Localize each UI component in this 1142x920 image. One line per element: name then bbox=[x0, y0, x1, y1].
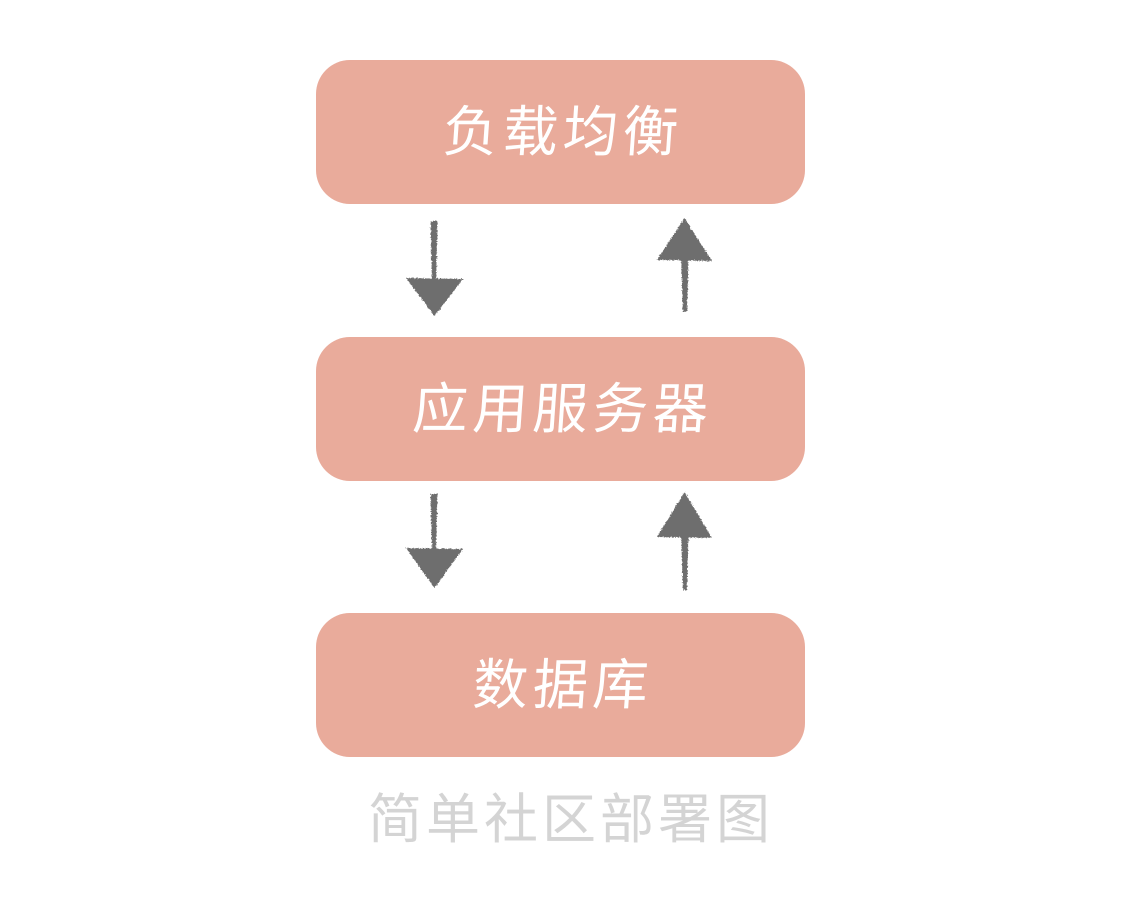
arrow-lb-to-app-icon bbox=[406, 221, 463, 316]
node-load-balancer-label: 负载均衡 bbox=[440, 99, 686, 164]
diagram-caption: 简单社区部署图 bbox=[368, 788, 774, 851]
node-load-balancer[interactable]: 负载均衡 bbox=[316, 60, 805, 204]
node-database[interactable]: 数据库 bbox=[316, 613, 805, 757]
node-app-server[interactable]: 应用服务器 bbox=[316, 337, 805, 481]
node-database-label: 数据库 bbox=[470, 652, 656, 717]
arrow-db-to-app-icon bbox=[657, 492, 712, 590]
arrow-app-to-db-icon bbox=[406, 494, 463, 588]
arrow-app-to-lb-icon bbox=[657, 218, 712, 312]
node-app-server-label: 应用服务器 bbox=[410, 376, 716, 441]
